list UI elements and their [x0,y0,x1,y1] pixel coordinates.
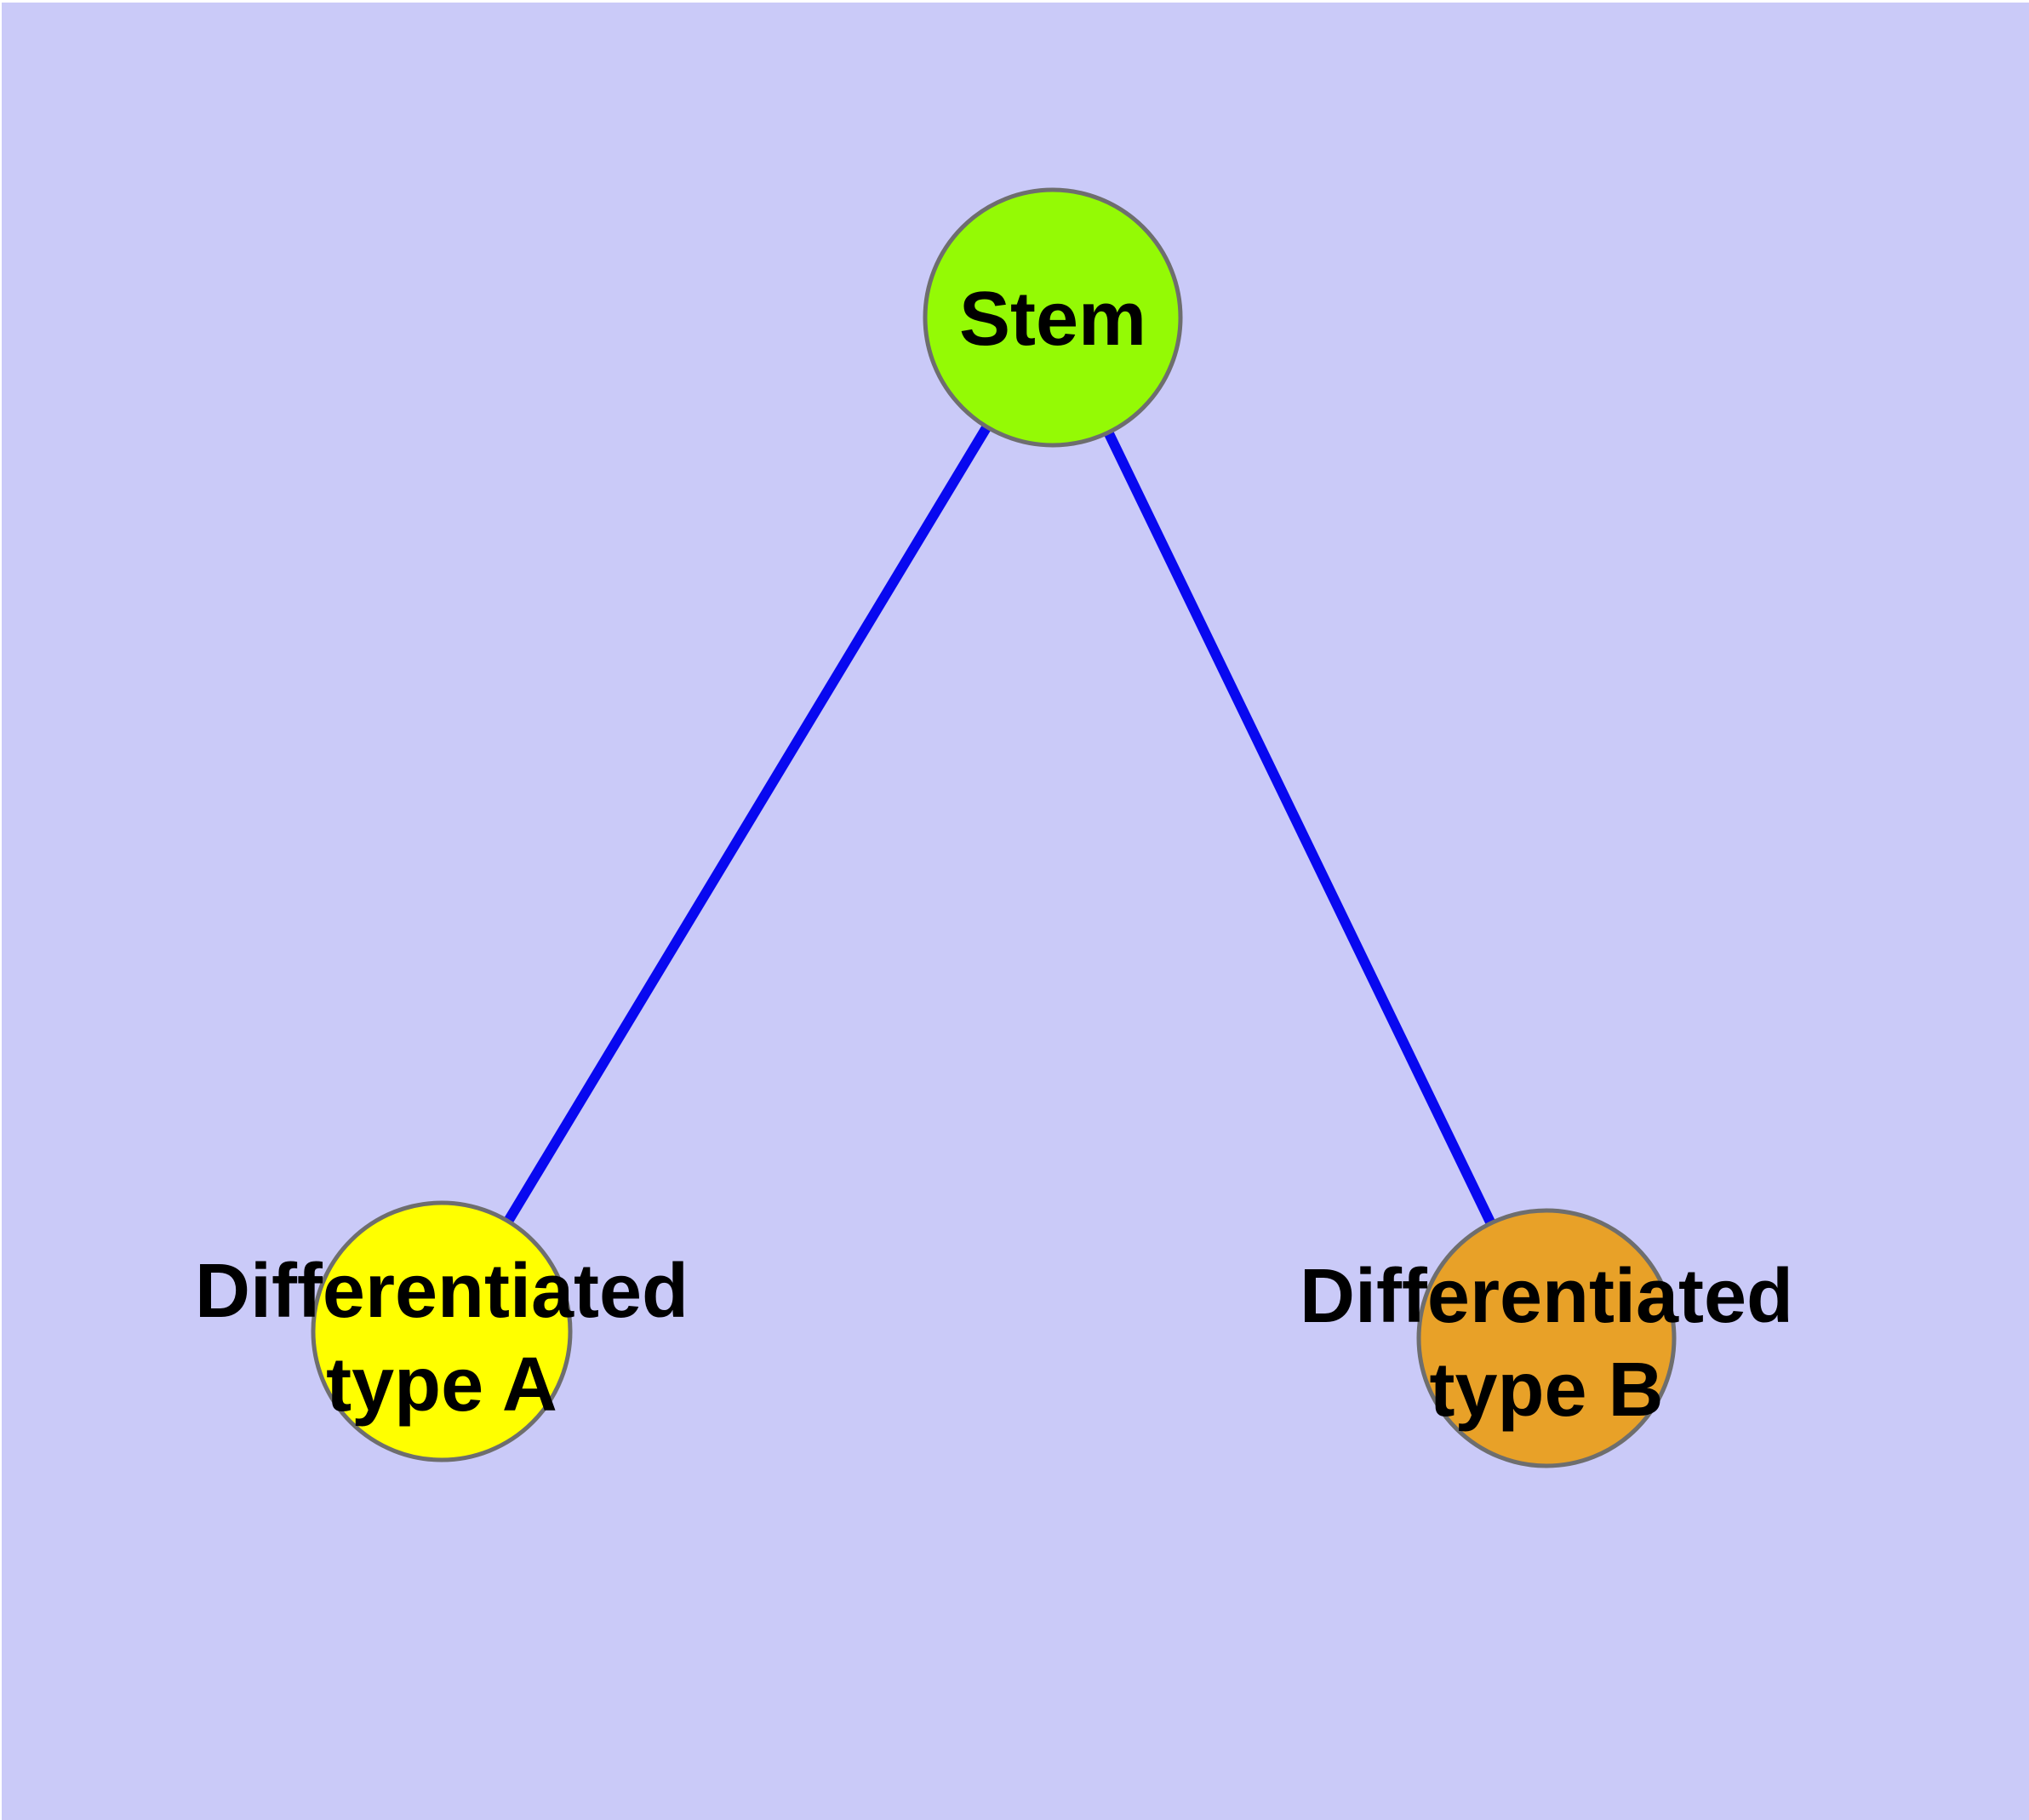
node-typeA-label-line2: type A [326,1342,557,1428]
node-typeB-label-line2: type B [1429,1348,1663,1433]
node-differentiated-type-b [1416,1208,1677,1468]
edge-stem-to-typeA [437,314,1058,1335]
edge-stem-to-typeB [1048,315,1552,1341]
node-differentiated-type-a [311,1200,573,1462]
node-stem [923,187,1183,448]
node-typeA-label-line1: Differentiated [195,1249,689,1334]
node-typeB-label-line1: Differentiated [1300,1254,1793,1339]
node-stem-label: Stem [959,277,1146,362]
